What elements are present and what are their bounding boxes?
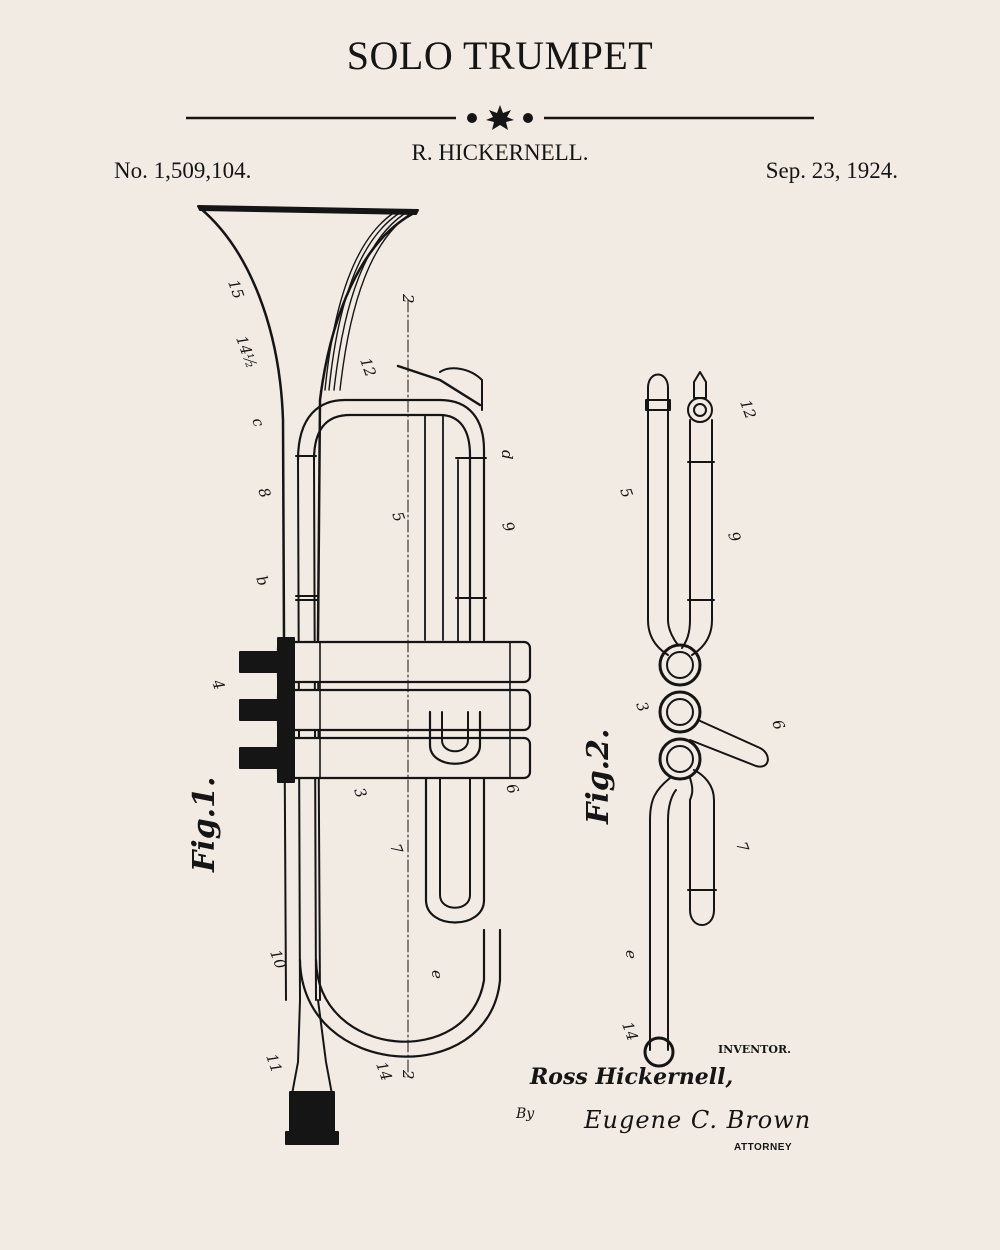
fig2-reference-labels: 5 12 9 3 6 7 e 14 (616, 397, 788, 1043)
fig1-label-3: 3 (350, 785, 370, 800)
fig1-label-2-bottom: 2 (399, 1069, 417, 1080)
fig2-label-12: 12 (736, 397, 759, 421)
fig2-label-5: 5 (616, 485, 636, 500)
attorney-signature: Eugene C. Brown (584, 1106, 812, 1134)
fig1-label-e: e (428, 970, 446, 979)
fig1-label-8: 8 (254, 485, 274, 500)
fig2-valve-section-drawing (643, 371, 769, 1068)
patent-date: Sep. 23, 1924. (765, 158, 898, 183)
fig2-label-7: 7 (732, 839, 752, 855)
fig1-label-c: c (248, 415, 268, 430)
fig1-label-12: 12 (356, 355, 379, 379)
fig1-label-4: 4 (208, 676, 229, 692)
fig1-label-6: 6 (502, 781, 522, 797)
fig2-label-3: 3 (632, 699, 652, 714)
fig1-trumpet-drawing (197, 205, 532, 1145)
fig2-label-9: 9 (724, 529, 744, 545)
inventor-signature: Ross Hickernell, (530, 1064, 734, 1090)
fig1-label-b: b (252, 573, 272, 588)
star-ornament-icon (486, 105, 514, 130)
fig1-label-5: 5 (388, 509, 408, 524)
fig1-label-14half: 14½ (232, 333, 260, 371)
fig2-label-14: 14 (618, 1019, 641, 1043)
fig1-label-11: 11 (262, 1051, 285, 1075)
fig1-label-15: 15 (224, 277, 247, 301)
fig2-label-6: 6 (768, 717, 788, 733)
fig1-caption: Fig.1. (187, 777, 222, 873)
fig1-label-14: 14 (372, 1059, 395, 1083)
page-title: SOLO TRUMPET (346, 33, 654, 78)
valve-casings (239, 637, 532, 783)
fig1-label-7: 7 (386, 841, 406, 857)
fig1-label-10: 10 (266, 947, 290, 972)
patent-number: No. 1,509,104. (114, 158, 252, 183)
fig1-label-2-top: 2 (399, 293, 417, 304)
fig1-label-9: 9 (498, 519, 518, 535)
ornamental-divider (186, 105, 814, 130)
inventor-name: R. HICKERNELL. (411, 140, 589, 165)
by-label: By (516, 1106, 535, 1122)
fig2-caption: Fig.2. (581, 729, 616, 825)
fig2-label-e: e (622, 950, 640, 959)
inventor-caption: INVENTOR. (718, 1043, 791, 1056)
fig1-label-d: d (498, 450, 516, 460)
attorney-caption: ATTORNEY (734, 1142, 793, 1153)
